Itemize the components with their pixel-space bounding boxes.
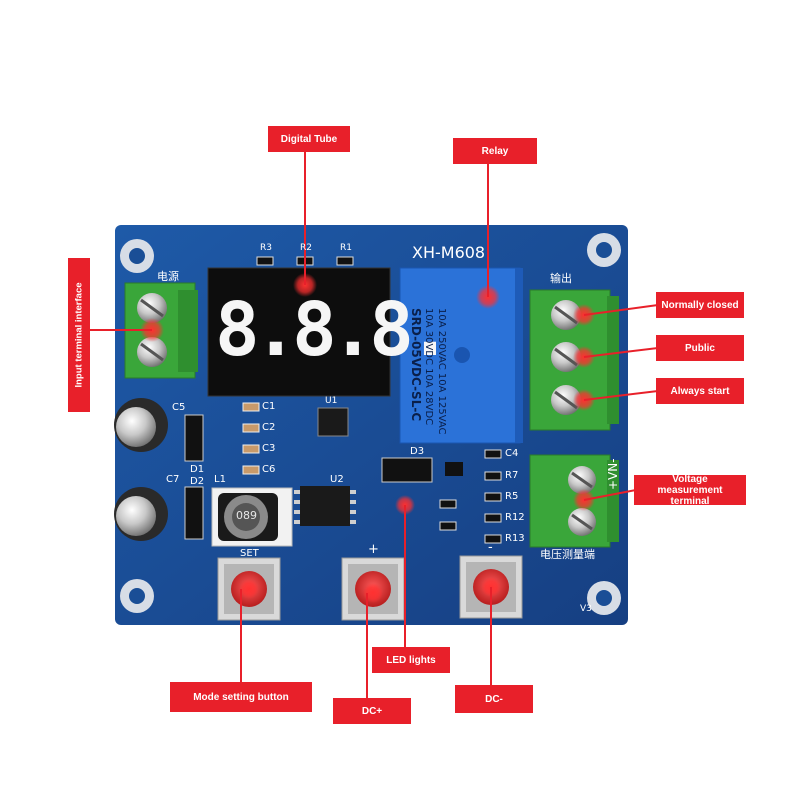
inductor — [211, 487, 293, 547]
relay-model: SRD-05VDC-SL-C — [409, 308, 423, 422]
callout-mode-button: Mode setting button — [170, 682, 312, 712]
silk-r2: R2 — [300, 243, 312, 253]
silk-d1: D1 — [190, 464, 205, 475]
silk-c5: C5 — [172, 402, 186, 413]
silk-u2: U2 — [330, 474, 344, 485]
silk-r3: R3 — [260, 243, 272, 253]
callout-input-terminal: Input terminal interface — [68, 258, 90, 412]
silk-set: SET — [240, 548, 259, 559]
silk-c4: C4 — [505, 448, 519, 459]
relay-text: 10A 250VAC 10A 125VAC 10A 30VDC 10A 28VD… — [348, 308, 448, 458]
silk-r5: R5 — [505, 491, 519, 502]
relay-rating-2: 10A 30VDC 10A 28VDC — [423, 308, 434, 426]
silk-r7: R7 — [505, 470, 519, 481]
model-label: XH-M608 — [412, 243, 486, 262]
callout-lines — [90, 150, 659, 698]
mounting-holes — [120, 233, 621, 615]
callout-normally-closed: Normally closed — [656, 292, 744, 318]
callout-always-start: Always start — [656, 378, 744, 404]
callout-public: Public — [656, 335, 744, 361]
silk-c6: C6 — [262, 464, 276, 475]
silk-c7: C7 — [166, 474, 180, 485]
callout-dc-minus: DC- — [455, 685, 533, 713]
ic-chips — [294, 407, 356, 526]
callout-led-lights: LED lights — [372, 647, 450, 673]
silk-c1: C1 — [262, 401, 276, 412]
output-terminal-block — [529, 289, 619, 431]
voltage-terminal-block — [529, 454, 619, 548]
silk-r12: R12 — [505, 512, 525, 523]
silk-vin: +VN- — [606, 458, 620, 490]
silk-r13: R13 — [505, 533, 525, 544]
callout-relay: Relay — [453, 138, 537, 164]
callout-dc-plus: DC+ — [333, 698, 411, 724]
silk-r1: R1 — [340, 243, 352, 253]
electrolytic-capacitors — [114, 398, 168, 541]
relay-rating-1: 10A 250VAC 10A 125VAC — [436, 308, 447, 435]
callout-voltage-terminal: Voltage measurement terminal — [634, 474, 746, 507]
silk-output-cn: 输出 — [550, 272, 572, 285]
silk-c3: C3 — [262, 443, 276, 454]
silk-measure-cn: 电压测量端 — [540, 548, 595, 561]
callout-digital-tube: Digital Tube — [268, 126, 350, 152]
silk-l1: L1 — [214, 474, 226, 485]
silk-d3: D3 — [410, 446, 425, 457]
silk-minus: - — [488, 540, 493, 555]
silk-inductor-code: 089 — [236, 509, 257, 522]
silk-d2: D2 — [190, 476, 205, 487]
silk-plus: + — [368, 542, 379, 557]
silk-v3: V3 — [580, 604, 592, 614]
diode-d3 — [381, 457, 463, 483]
silk-c2: C2 — [262, 422, 276, 433]
callout-input-terminal-text: Input terminal interface — [73, 282, 85, 388]
diodes-left — [184, 414, 204, 540]
smd-right — [439, 449, 502, 544]
smd-caps-left — [242, 402, 260, 475]
silk-u1: U1 — [325, 396, 338, 406]
relay-body — [399, 267, 523, 444]
silk-power-cn: 电源 — [157, 270, 179, 283]
